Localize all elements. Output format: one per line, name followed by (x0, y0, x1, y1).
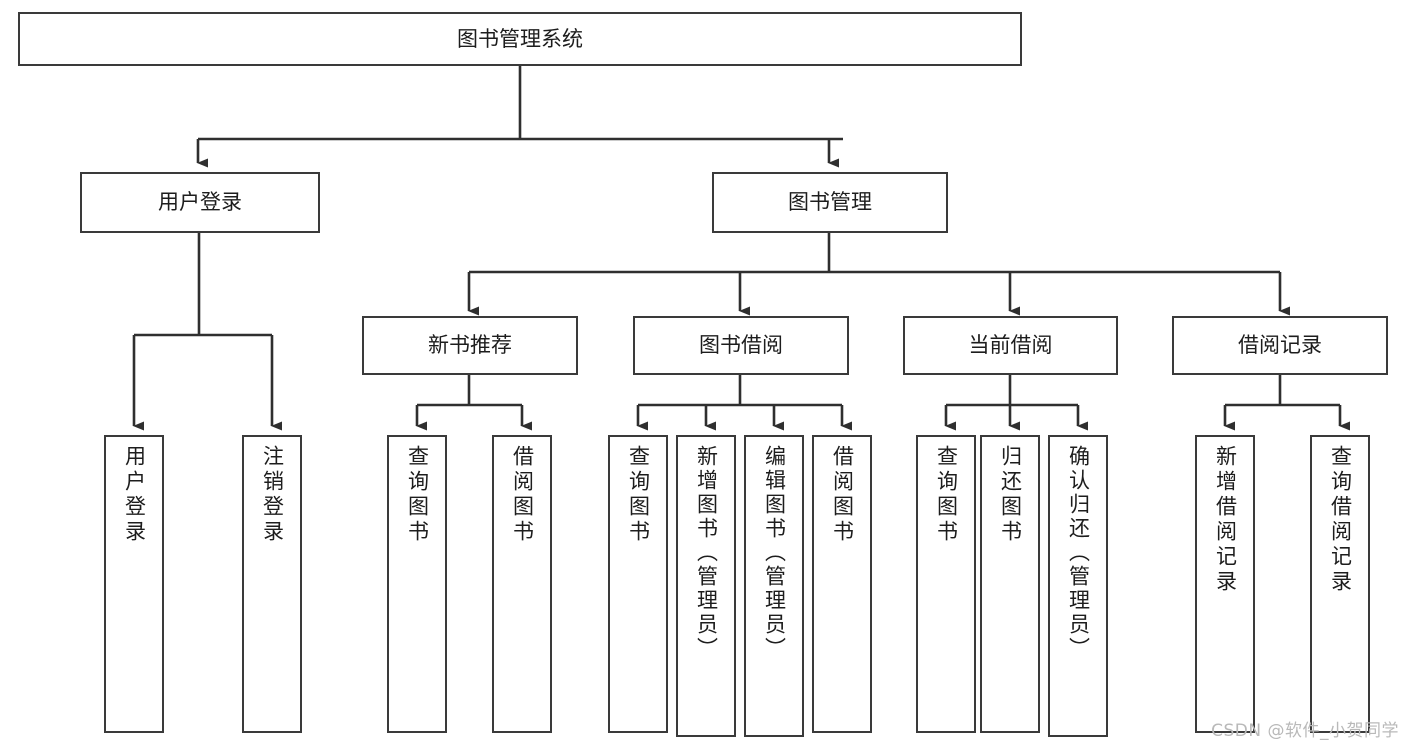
node-label: 图书管理 (788, 190, 872, 215)
leaf-borrow-add-book-admin[interactable]: 新增图书（管理员） (676, 435, 736, 737)
node-label: 用户登录 (158, 190, 242, 215)
leaf-record-add-record[interactable]: 新增借阅记录 (1195, 435, 1255, 733)
leaf-borrow-borrow-book[interactable]: 借阅图书 (812, 435, 872, 733)
node-label: 借阅记录 (1238, 333, 1322, 358)
node-root-system[interactable]: 图书管理系统 (18, 12, 1022, 66)
node-user-login[interactable]: 用户登录 (80, 172, 320, 233)
node-label: 新书推荐 (428, 333, 512, 358)
node-label: 注销登录 (260, 445, 285, 545)
leaf-current-return-book[interactable]: 归还图书 (980, 435, 1040, 733)
node-label: 确认归还（管理员） (1066, 445, 1091, 661)
node-book-borrow[interactable]: 图书借阅 (633, 316, 849, 375)
node-new-book-recommend[interactable]: 新书推荐 (362, 316, 578, 375)
leaf-record-query-record[interactable]: 查询借阅记录 (1310, 435, 1370, 733)
node-label: 图书借阅 (699, 333, 783, 358)
node-label: 图书管理系统 (457, 26, 583, 51)
leaf-user-login-login[interactable]: 用户登录 (104, 435, 164, 733)
node-label: 查询借阅记录 (1328, 445, 1353, 595)
node-label: 用户登录 (122, 445, 147, 545)
node-borrow-record[interactable]: 借阅记录 (1172, 316, 1388, 375)
leaf-new-book-borrow[interactable]: 借阅图书 (492, 435, 552, 733)
node-label: 归还图书 (998, 445, 1023, 545)
node-current-borrow[interactable]: 当前借阅 (903, 316, 1118, 375)
leaf-current-confirm-return-admin[interactable]: 确认归还（管理员） (1048, 435, 1108, 737)
leaf-borrow-query-book[interactable]: 查询图书 (608, 435, 668, 733)
node-label: 查询图书 (405, 445, 430, 545)
leaf-new-book-query[interactable]: 查询图书 (387, 435, 447, 733)
node-label: 查询图书 (626, 445, 651, 545)
node-label: 新增借阅记录 (1213, 445, 1238, 595)
node-book-management[interactable]: 图书管理 (712, 172, 948, 233)
node-label: 当前借阅 (968, 333, 1053, 358)
node-label: 借阅图书 (510, 445, 535, 545)
node-label: 借阅图书 (830, 445, 855, 545)
watermark: CSDN @软件_小贺同学 (1211, 721, 1399, 741)
node-label: 新增图书（管理员） (694, 445, 719, 661)
leaf-user-login-logout[interactable]: 注销登录 (242, 435, 302, 733)
leaf-borrow-edit-book-admin[interactable]: 编辑图书（管理员） (744, 435, 804, 737)
node-label: 编辑图书（管理员） (762, 445, 787, 661)
leaf-current-query-book[interactable]: 查询图书 (916, 435, 976, 733)
node-label: 查询图书 (934, 445, 959, 545)
